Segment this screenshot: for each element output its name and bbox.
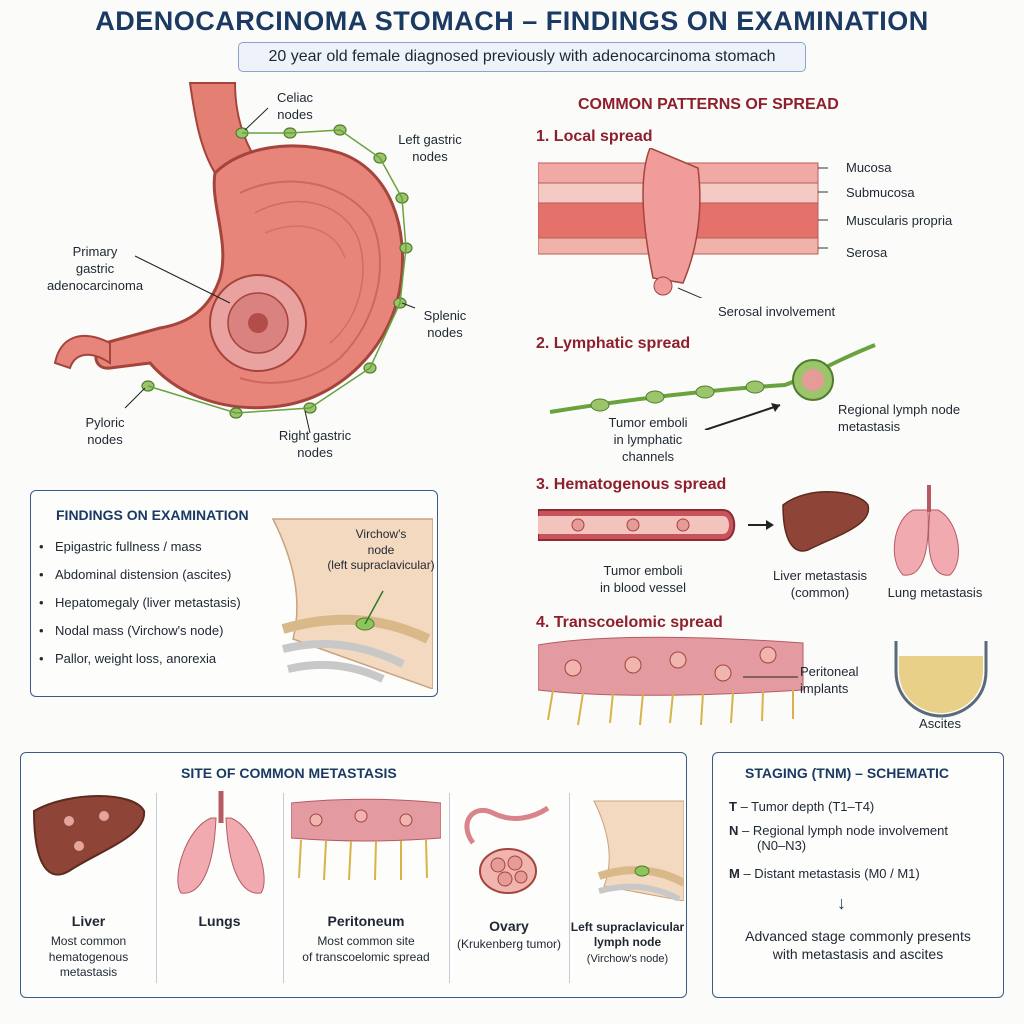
- site-liver: Liver Most common hematogenous metastasi…: [48, 913, 129, 980]
- site-peritoneum: Peritoneum Most common site of transcoel…: [302, 913, 430, 964]
- finding-item: Nodal mass (Virchow's node): [39, 623, 223, 638]
- hematogenous-spread-heading: 3. Hematogenous spread: [536, 476, 727, 493]
- finding-item: Epigastric fullness / mass: [39, 539, 202, 554]
- finding-item: Abdominal distension (ascites): [39, 567, 231, 582]
- transcoelomic-spread-heading: 4. Transcoelomic spread: [536, 614, 723, 631]
- finding-item: Pallor, weight loss, anorexia: [39, 651, 216, 666]
- layer-muscularis-label: Muscularis propria: [846, 213, 953, 228]
- layers-illustration: [538, 148, 828, 298]
- spread-heading: COMMON PATTERNS OF SPREAD: [578, 96, 839, 113]
- neck-node-icon: [593, 800, 684, 901]
- site-lungs: Lungs: [198, 913, 241, 929]
- site-ovary: Ovary (Krukenberg tumor): [456, 918, 562, 951]
- subtitle-box: 20 year old female diagnosed previously …: [238, 42, 806, 72]
- lymphatic-spread-heading: 2. Lymphatic spread: [536, 335, 691, 352]
- liver-icon: [32, 795, 146, 876]
- metastasis-panel: SITE OF COMMON METASTASIS Liver Most com…: [20, 752, 687, 998]
- local-spread-heading: 1. Local spread: [536, 128, 653, 145]
- peritoneum-illustration: [538, 636, 804, 726]
- site-supraclavicular-node: Left supraclavicular lymph node (Virchow…: [570, 920, 685, 965]
- ascites-label: Ascites: [919, 716, 961, 731]
- ascites-illustration: [894, 641, 988, 718]
- lungs-icon: [177, 791, 265, 894]
- metastasis-heading: SITE OF COMMON METASTASIS: [181, 765, 397, 781]
- ovary-icon: [464, 805, 550, 894]
- down-arrow-icon: ↓: [837, 893, 846, 913]
- staging-n: N – Regional lymph node involvement (N0–…: [729, 823, 948, 853]
- layer-serosa-label: Serosa: [846, 245, 888, 260]
- hematogenous-illustration: [538, 485, 959, 576]
- stomach-illustration: [53, 82, 416, 434]
- staging-heading: STAGING (TNM) – SCHEMATIC: [745, 765, 950, 781]
- findings-panel: FINDINGS ON EXAMINATION Epigastric fulln…: [30, 490, 438, 697]
- serosal-involvement-label: Serosal involvement: [718, 304, 836, 319]
- liver-metastasis-label: Liver metastasis(common): [773, 568, 867, 600]
- neck-illustration: [271, 518, 433, 689]
- layer-submucosa-label: Submucosa: [846, 185, 915, 200]
- staging-t: T – Tumor depth (T1–T4): [729, 799, 875, 814]
- finding-item: Hepatomegaly (liver metastasis): [39, 595, 241, 610]
- layer-mucosa-label: Mucosa: [846, 160, 892, 175]
- peritoneum-icon: [291, 798, 441, 881]
- staging-m: M – Distant metastasis (M0 / M1): [729, 866, 920, 881]
- page-title: ADENOCARCINOMA STOMACH – FINDINGS ON EXA…: [95, 6, 929, 36]
- staging-panel: STAGING (TNM) – SCHEMATIC T – Tumor dept…: [712, 752, 1004, 998]
- findings-heading: FINDINGS ON EXAMINATION: [56, 507, 249, 523]
- lymphatic-illustration: [549, 343, 876, 430]
- lung-metastasis-label: Lung metastasis: [887, 585, 983, 600]
